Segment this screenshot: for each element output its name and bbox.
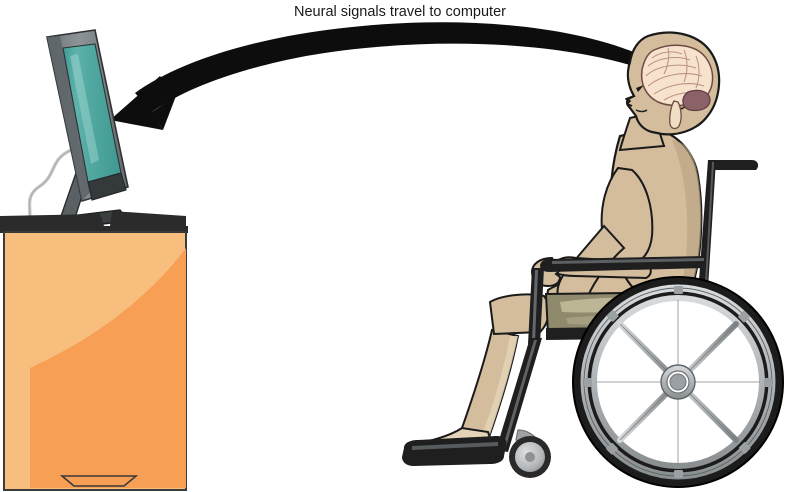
keyboard-right [110, 211, 186, 228]
mouth [635, 109, 648, 113]
monitor-chin [87, 172, 127, 201]
rim-ticks [584, 286, 772, 478]
footrest-support-highlight [502, 340, 537, 450]
neural-signal-arrow [110, 22, 648, 130]
wheel-tire-outline [572, 276, 784, 488]
caster-wheel [509, 429, 551, 478]
shin-highlight [482, 336, 518, 440]
wheelchair [402, 256, 784, 488]
arrow-head-fill [152, 96, 176, 130]
brainstem [669, 100, 682, 130]
backrest-post-highlight [703, 162, 714, 318]
arrow-shaft [135, 22, 648, 112]
keyboard-left [0, 214, 104, 228]
desk-foot-notch [59, 475, 139, 487]
torso-shading [672, 140, 702, 294]
keyboard[interactable] [0, 211, 186, 228]
brain [640, 44, 714, 130]
monitor-bezel-edge [47, 36, 92, 201]
cerebellum [682, 89, 711, 112]
monitor-cable [26, 146, 78, 226]
annotation-label: Neural signals travel to computer [294, 4, 506, 20]
caster-hub [525, 452, 535, 462]
front-post-highlight [532, 270, 538, 342]
push-handle [709, 160, 759, 170]
screen-glare [70, 54, 99, 164]
desk-shading [30, 248, 186, 488]
eye [636, 85, 644, 92]
computer-monitor[interactable] [36, 29, 130, 232]
rear-wheel [572, 276, 784, 488]
desk [0, 226, 188, 491]
wheel-hub-center [669, 373, 687, 391]
armrest-highlight [552, 258, 704, 264]
nose-profile [625, 95, 635, 107]
footplate [402, 436, 507, 466]
arrow-head [110, 76, 176, 130]
brain-sulci [645, 47, 705, 101]
desk-top-edge [0, 226, 188, 233]
footplate-highlight [412, 442, 498, 450]
